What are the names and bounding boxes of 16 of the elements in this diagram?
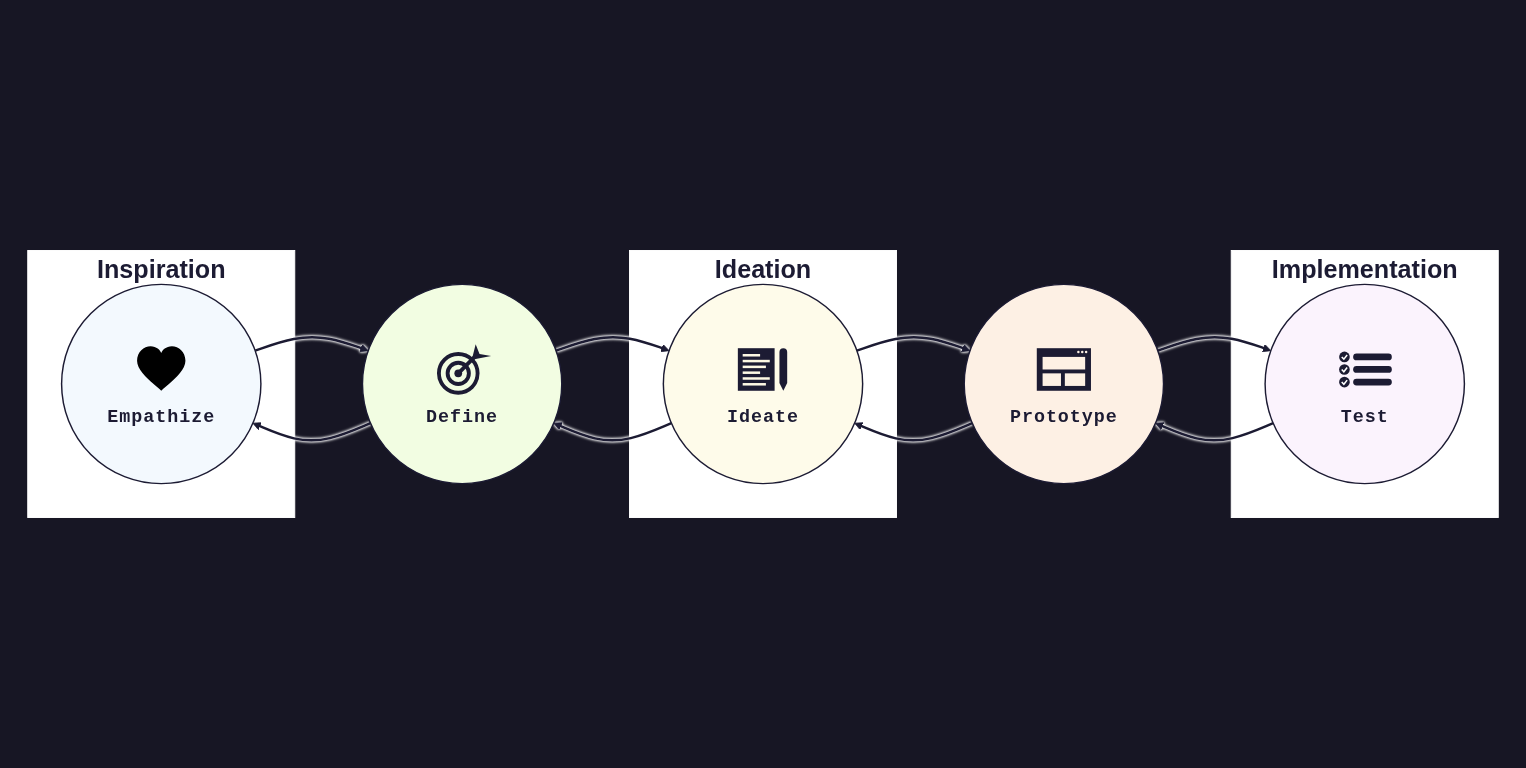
stage-label: Test bbox=[1340, 406, 1389, 431]
stage-label: Empathize bbox=[107, 406, 216, 431]
stage-label: Define bbox=[426, 406, 499, 431]
stage-label: Ideate bbox=[727, 406, 799, 431]
panel-heading: Implementation bbox=[1271, 253, 1458, 286]
panel-heading: Ideation bbox=[714, 253, 812, 286]
arrow bbox=[553, 422, 672, 442]
arrow bbox=[1157, 335, 1272, 353]
stage-label: Prototype bbox=[1009, 406, 1118, 431]
arrow bbox=[854, 422, 973, 442]
arrow bbox=[555, 335, 670, 353]
panel-heading: Inspiration bbox=[96, 253, 226, 286]
arrow bbox=[252, 422, 371, 442]
arrow bbox=[1155, 422, 1274, 442]
arrow bbox=[254, 335, 369, 353]
arrow bbox=[856, 335, 971, 353]
